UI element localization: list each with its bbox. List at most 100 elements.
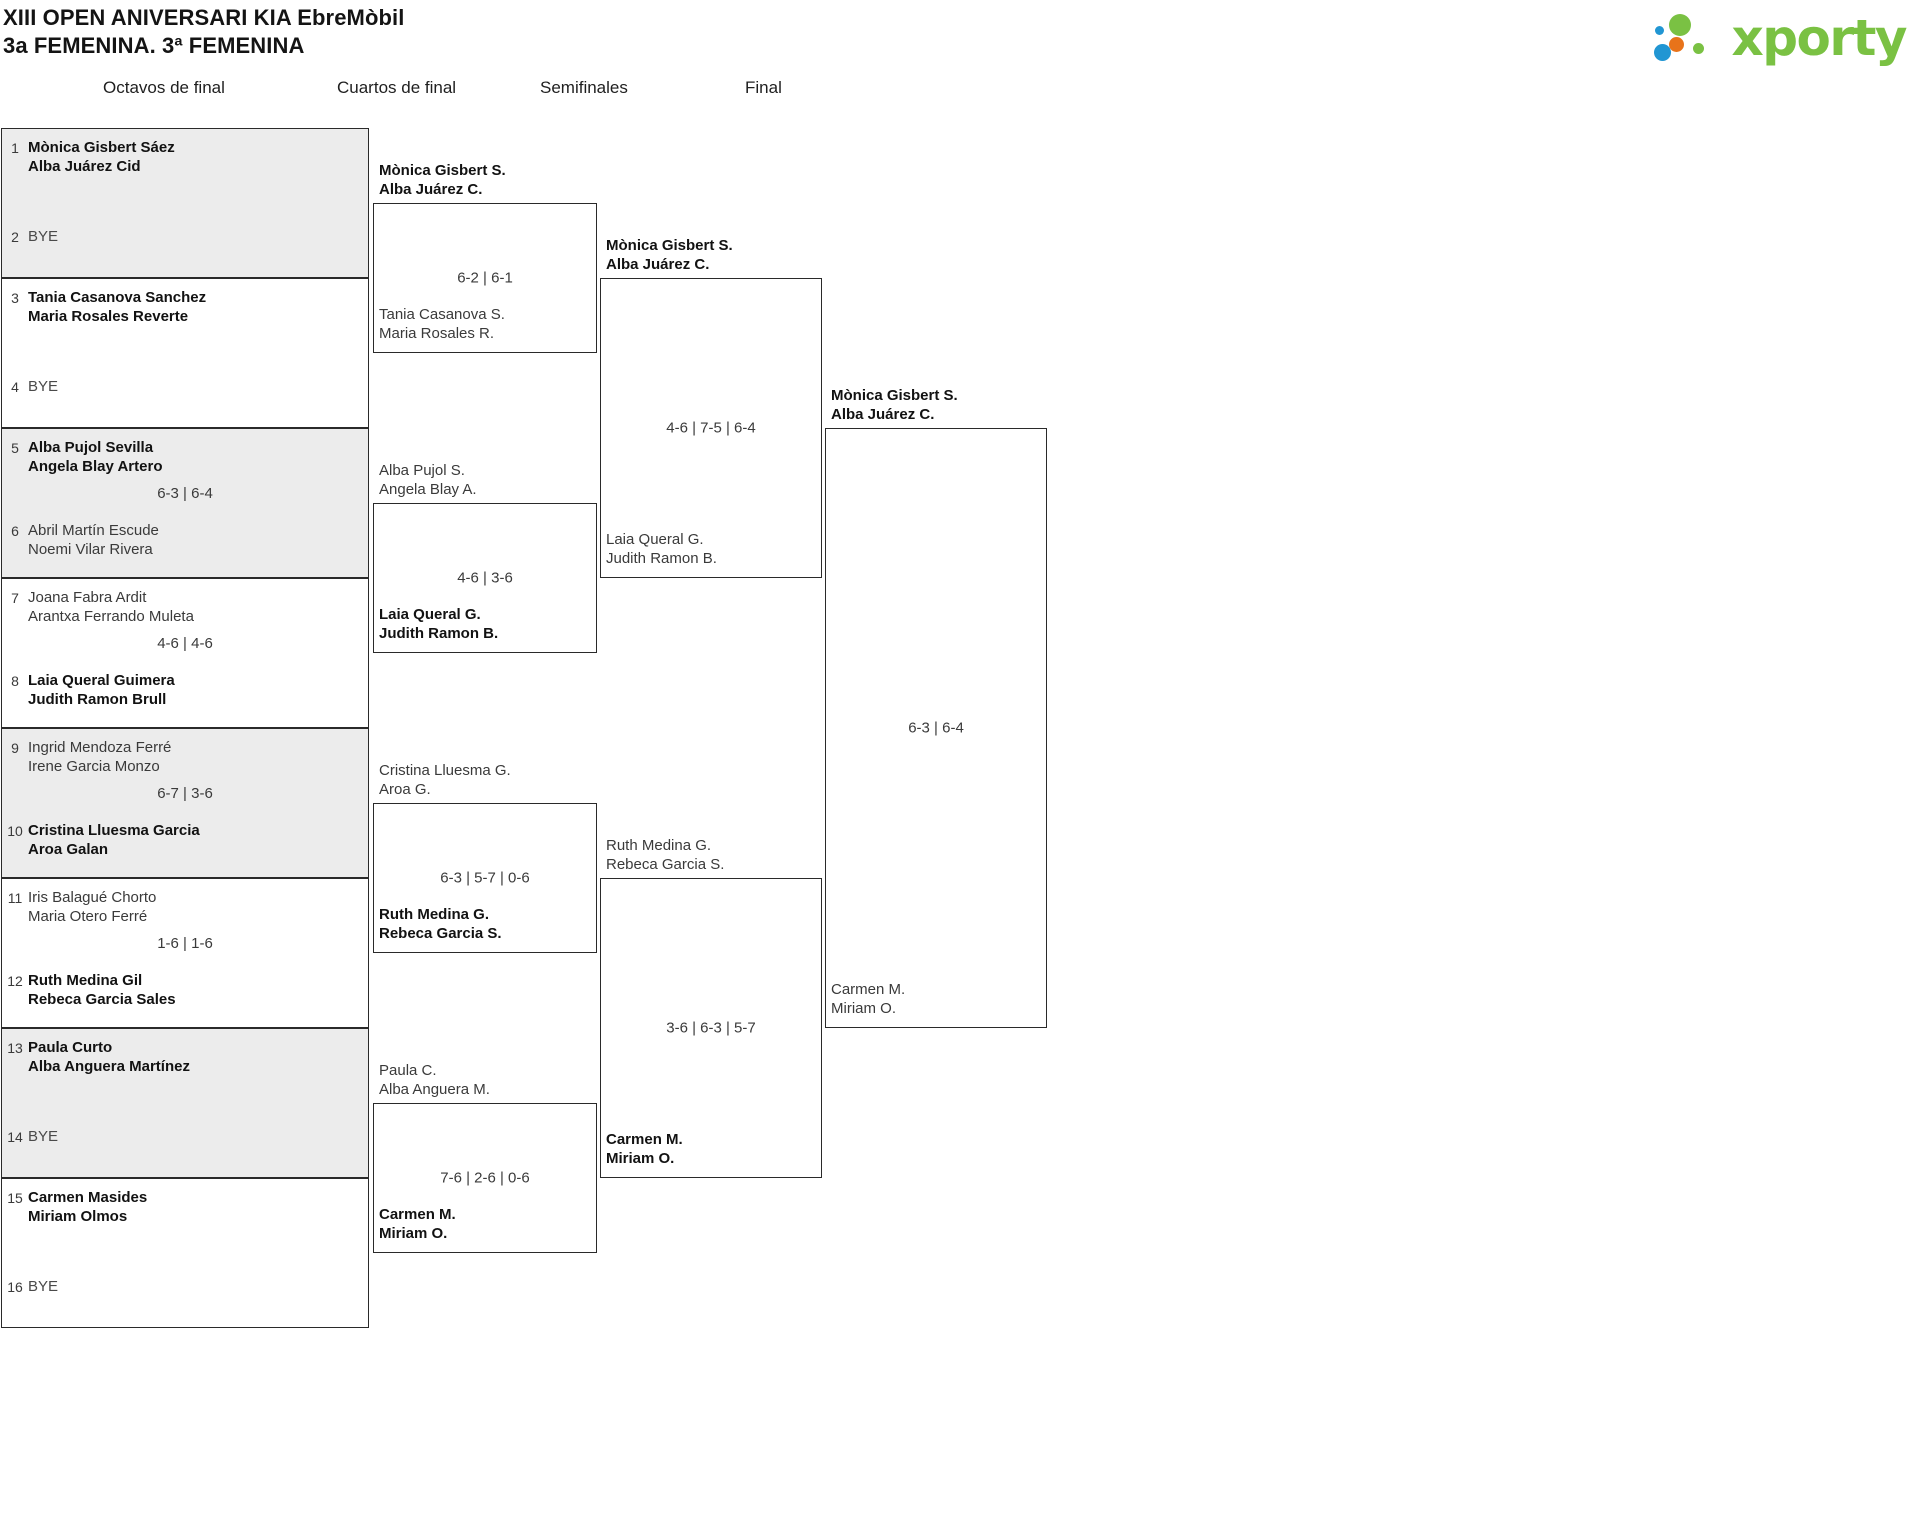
quarterfinals-match[interactable]: 6-2 | 6-1 [373,203,597,353]
xporty-logo[interactable]: xporty [1653,9,1907,67]
quarterfinals-team-bottom[interactable]: Laia Queral G.Judith Ramon B. [379,605,498,643]
quarterfinals-score: 7-6 | 2-6 | 0-6 [440,1169,530,1187]
quarterfinals-team-top[interactable]: Mònica Gisbert S.Alba Juárez C. [379,161,506,199]
seed-number: 5 [11,440,19,456]
semifinals-team-top[interactable]: Mònica Gisbert S.Alba Juárez C. [606,236,733,274]
seed-number: 4 [11,379,19,395]
seed-number: 14 [7,1129,23,1145]
player-name-2: Judith Ramon B. [606,550,717,567]
player-name-1: Tania Casanova S. [379,306,505,323]
quarterfinals-team-top[interactable]: Cristina Lluesma G.Aroa G. [379,761,511,799]
bye-label: BYE [28,377,58,396]
semifinals-team-bottom[interactable]: Laia Queral G. Judith Ramon B. [606,530,717,568]
quarterfinals-score: 6-3 | 5-7 | 0-6 [440,869,530,887]
player-name-1: BYE [28,378,59,395]
quarterfinals-match[interactable]: 7-6 | 2-6 | 0-6 [373,1103,597,1253]
player-name-2: Rebeca Garcia S. [606,856,725,873]
player-name-2: Maria Otero Ferré [28,908,148,925]
seed-number: 7 [11,590,19,606]
semifinals-team-top[interactable]: Ruth Medina G.Rebeca Garcia S. [606,836,724,874]
player-name-1: Cristina Lluesma Garcia [28,822,200,839]
player-name-2: Judith Ramon B. [379,625,499,642]
xporty-dots-icon [1653,10,1731,66]
final-score: 6-3 | 6-4 [908,719,964,737]
bye-label: BYE [28,1277,58,1296]
player-name-1: Mònica Gisbert S. [379,162,506,179]
quarterfinals-team-top[interactable]: Paula C. Alba Anguera M. [379,1061,490,1099]
player-name-1: Carmen M. [606,1131,683,1148]
player-name-1: Paula C. [379,1062,437,1079]
quarterfinals-team-top[interactable]: Alba Pujol S.Angela Blay A. [379,461,477,499]
round1-score: 6-7 | 3-6 [157,785,213,802]
page-title: XIII OPEN ANIVERSARI KIA EbreMòbil 3a FE… [3,4,404,60]
player-name-2: Alba Anguera M. [379,1081,490,1098]
round1-team-bottom[interactable]: 4 BYE [2,377,368,396]
seed-number: 2 [11,229,19,245]
semifinals-team-bottom[interactable]: Carmen M. Miriam O. [606,1130,683,1168]
round1-score: 6-3 | 6-4 [157,485,213,502]
player-name-1: BYE [28,1278,59,1295]
player-name-1: Carmen M. [379,1206,456,1223]
round-header-3: Semifinales [540,78,628,97]
seed-number: 13 [7,1040,23,1056]
semifinals-score: 4-6 | 7-5 | 6-4 [666,419,756,437]
xporty-wordmark: xporty [1731,9,1907,67]
player-name-1: BYE [28,228,59,245]
player-name-1: Abril Martín Escude [28,522,159,539]
tournament-title: XIII OPEN ANIVERSARI KIA EbreMòbil [3,5,405,30]
seed-number: 1 [11,140,19,156]
player-name-2: Miriam O. [606,1150,675,1167]
round1-team-bottom[interactable]: 14 BYE [2,1127,368,1146]
round1-team-bottom[interactable]: 2 BYE [2,227,368,246]
player-name-2: Angela Blay Artero [28,458,163,475]
player-name-2: Angela Blay A. [379,481,477,498]
seed-number: 10 [7,823,23,839]
player-name-2: Noemi Vilar Rivera [28,541,153,558]
semifinals-match[interactable]: 4-6 | 7-5 | 6-4 [600,278,822,578]
quarterfinals-team-bottom[interactable]: Carmen M.Miriam O. [379,1205,456,1243]
quarterfinals-match[interactable]: 4-6 | 3-6 [373,503,597,653]
semifinals-match[interactable]: 3-6 | 6-3 | 5-7 [600,878,822,1178]
round-header-2: Cuartos de final [337,78,457,97]
quarterfinals-team-bottom[interactable]: Tania Casanova S. Maria Rosales R. [379,305,505,343]
final-team-bottom[interactable]: Carmen M.Miriam O. [831,980,905,1018]
quarterfinals-match[interactable]: 6-3 | 5-7 | 0-6 [373,803,597,953]
player-name-1: Laia Queral G. [606,531,704,548]
final-team-top[interactable]: Mònica Gisbert S.Alba Juárez C. [831,386,958,424]
seed-number: 9 [11,740,19,756]
player-name-2: Maria Rosales R. [379,325,495,342]
final-match[interactable]: 6-3 | 6-4 [825,428,1047,1028]
quarterfinals-score: 4-6 | 3-6 [457,569,513,587]
player-name-1: Ruth Medina Gil [28,972,143,989]
player-name-1: BYE [28,1128,59,1145]
quarterfinals-team-bottom[interactable]: Ruth Medina G.Rebeca Garcia S. [379,905,502,943]
seed-number: 11 [7,890,23,906]
